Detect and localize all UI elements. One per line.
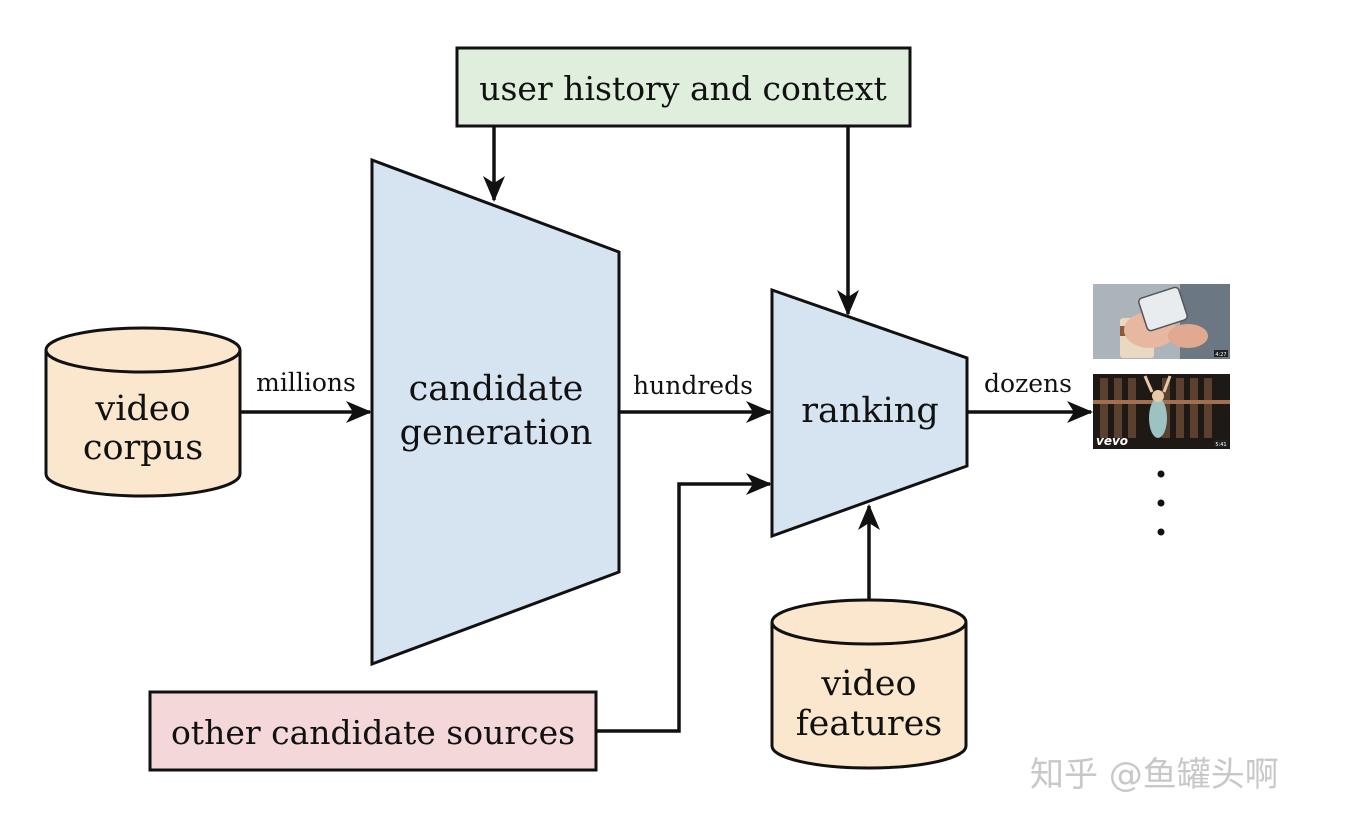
thumbnail-2-duration: 5:41	[1215, 442, 1226, 448]
candidate-generation-node: candidate generation	[370, 157, 621, 667]
ellipsis-dot	[1157, 499, 1165, 507]
ranking-label: ranking	[801, 391, 939, 431]
edge-label-millions: millions	[256, 368, 356, 397]
ellipsis-dot	[1157, 528, 1165, 536]
other-sources-label: other candidate sources	[171, 713, 575, 752]
edge-label-hundreds: hundreds	[633, 371, 753, 400]
vevo-badge: vevo	[1096, 434, 1128, 448]
video-thumbnail-1: 4:27	[1093, 284, 1230, 359]
user-history-node: user history and context	[455, 46, 912, 128]
candidate-generation-label-1: candidate	[409, 369, 584, 409]
other-sources-node: other candidate sources	[148, 690, 598, 772]
video-features-label-2: features	[796, 704, 943, 744]
ranking-node: ranking	[770, 287, 969, 539]
arrow-other-sources-to-ranking	[596, 473, 772, 733]
candidate-generation-label-2: generation	[400, 413, 593, 453]
dancer-icon	[1149, 398, 1167, 438]
video-corpus-node: video corpus	[44, 326, 242, 498]
user-history-label: user history and context	[479, 69, 887, 108]
more-results-ellipsis	[1157, 470, 1165, 536]
thumbnail-1-duration: 4:27	[1215, 352, 1226, 358]
edge-label-dozens: dozens	[984, 369, 1072, 398]
video-thumbnail-2: vevo 5:41	[1093, 374, 1230, 449]
watermark: 知乎 @鱼罐头啊	[1030, 755, 1279, 795]
video-features-node: video features	[770, 598, 968, 770]
edges	[240, 126, 1093, 733]
video-features-label-1: video	[820, 664, 916, 704]
video-corpus-label-1: video	[94, 389, 190, 429]
phone-icon	[1138, 286, 1188, 332]
ellipsis-dot	[1157, 470, 1165, 478]
video-corpus-label-2: corpus	[83, 428, 203, 468]
